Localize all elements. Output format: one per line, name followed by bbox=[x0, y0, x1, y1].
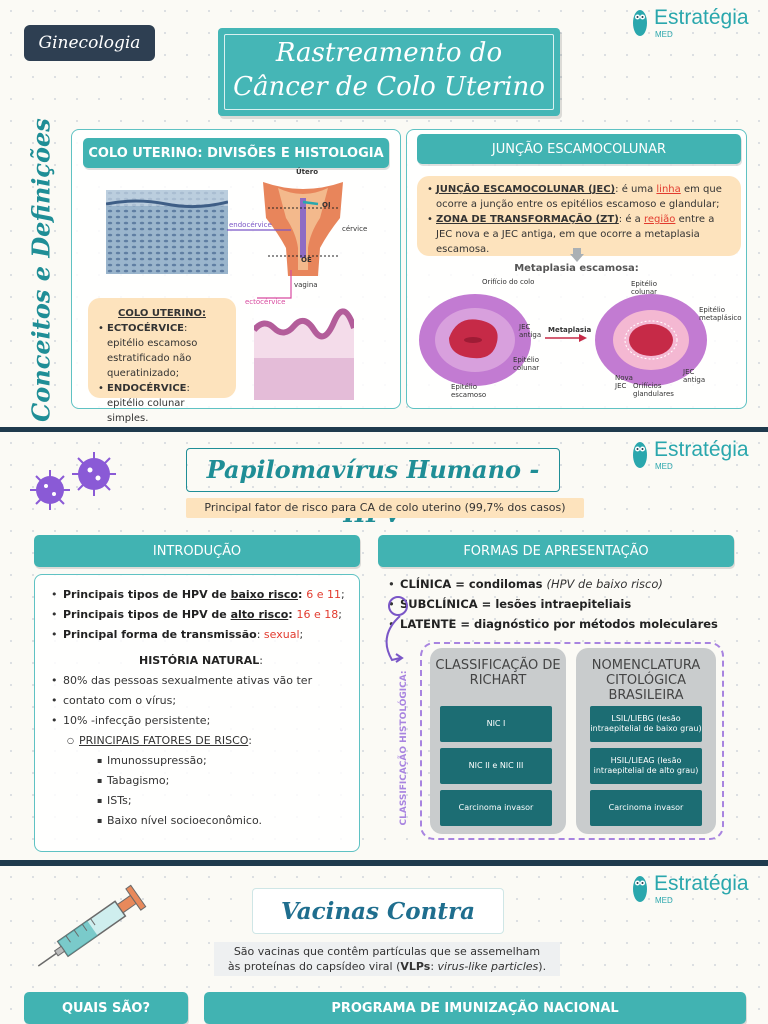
colo-section: COLO UTERINO: DIVISÕES E HISTOLOGIA Úter… bbox=[71, 129, 401, 424]
intro-header: INTRODUÇÃO bbox=[34, 535, 360, 567]
owl-icon bbox=[633, 876, 647, 902]
title-line-2: Câncer de Colo Uterino bbox=[233, 72, 545, 102]
label-epit-metaplasico: Epitélio metaplásico bbox=[699, 306, 742, 322]
hpv-title: Papilomavírus Humano - HPV bbox=[206, 455, 540, 528]
brand-logo: Estratégia MED bbox=[632, 872, 760, 906]
vacinas-description: São vacinas que contêm partículas que se… bbox=[214, 942, 560, 976]
quais-header: QUAIS SÃO? bbox=[24, 992, 188, 1024]
syringe-icon bbox=[37, 884, 147, 967]
brand-sub: MED bbox=[655, 30, 673, 39]
richart-item: Carcinoma invasor bbox=[440, 790, 552, 826]
clinica-item: CLÍNICA = condilomas (HPV de baixo risco… bbox=[388, 574, 734, 594]
label-vagina: vagina bbox=[294, 281, 318, 289]
title-line-1: Rastreamento do bbox=[275, 38, 503, 68]
colo-card-title: COLO UTERINO: bbox=[118, 308, 206, 319]
low-risk-item: Principais tipos de HPV de baixo risco: … bbox=[51, 585, 351, 605]
latente-item: LATENTE = diagnóstico por métodos molecu… bbox=[388, 614, 734, 634]
brasil-item: Carcinoma invasor bbox=[590, 790, 702, 826]
brand-name: Estratégia bbox=[654, 6, 749, 29]
vacinas-title: Vacinas Contra HPV bbox=[252, 888, 504, 971]
title-frame bbox=[186, 448, 560, 492]
zt-item: ZONA DE TRANSFORMAÇÃO (ZT): é a região e… bbox=[427, 212, 731, 257]
brand-name: Estratégia bbox=[654, 438, 749, 461]
jec-section: JUNÇÃO ESCAMOCOLUNAR JUNÇÃO ESCAMOCOLUNA… bbox=[406, 129, 747, 409]
historia-item-1b: contato com o vírus; bbox=[51, 691, 351, 711]
label-epit-colunar: Epitélio colunar bbox=[513, 356, 540, 372]
historia-item-1: 80% das pessoas sexualmente ativas vão t… bbox=[51, 671, 351, 691]
richart-title: CLASSIFICAÇÃO DE RICHART bbox=[435, 658, 561, 688]
metaplasia-title: Metaplasia escamosa: bbox=[514, 263, 639, 274]
histology-endocervix-image bbox=[106, 190, 228, 274]
richart-item: NIC I bbox=[440, 706, 552, 742]
jec-item: JUNÇÃO ESCAMOCOLUNAR (JEC): é uma linha … bbox=[427, 182, 731, 212]
connector-lines bbox=[227, 229, 292, 299]
label-orificio: Orifício do colo bbox=[482, 278, 535, 286]
label-epit-colunar-2: Epitélio colunar bbox=[630, 280, 658, 296]
owl-icon bbox=[633, 10, 647, 36]
fator-4: Baixo nível socioeconômico. bbox=[51, 811, 351, 831]
class-label: CLASSIFICAÇÃO HISTOLÓGICA: bbox=[399, 670, 409, 826]
label-nova-jec: Nova JEC bbox=[615, 374, 633, 390]
transmission-item: Principal forma de transmissão: sexual; bbox=[51, 625, 351, 645]
label-epit-escamoso: Epitélio escamoso bbox=[451, 383, 487, 399]
brasil-item: HSIL/LIEAG (lesão intraepitelial de alto… bbox=[590, 748, 702, 784]
brand-logo: Estratégia MED bbox=[632, 6, 760, 40]
label-oi: OI bbox=[322, 201, 331, 209]
label-jec-antiga: JEC antiga bbox=[519, 323, 542, 339]
jec-header: JUNÇÃO ESCAMOCOLUNAR bbox=[417, 134, 741, 164]
virus-icon bbox=[30, 452, 116, 510]
brasil-title: NOMENCLATURA CITOLÓGICA BRASILEIRA bbox=[591, 658, 701, 703]
formas-header: FORMAS DE APRESENTAÇÃO bbox=[378, 535, 734, 567]
intro-list: Principais tipos de HPV de baixo risco: … bbox=[51, 585, 351, 831]
brand-sub: MED bbox=[655, 896, 673, 905]
page-title: Rastreamento do Câncer de Colo Uterino bbox=[218, 28, 560, 116]
historia-item-2: 10% -infecção persistente; bbox=[51, 711, 351, 731]
colo-info-card: COLO UTERINO: ECTOCÉRVICE: epitélio esca… bbox=[88, 298, 236, 424]
panel-rastreamento: Ginecologia Estratégia MED Rastreamento … bbox=[0, 0, 768, 427]
uterus-diagram bbox=[263, 182, 343, 276]
side-title: Conceitos e Definições bbox=[26, 118, 56, 422]
fator-3: ISTs; bbox=[51, 791, 351, 811]
endo-item: ENDOCÉRVICE: epitélio colunar simples. bbox=[98, 381, 226, 426]
label-utero: Útero bbox=[296, 168, 319, 176]
histologic-frame bbox=[420, 642, 724, 840]
label-oe: OE bbox=[301, 256, 312, 264]
label-metaplasia: Metaplasia bbox=[548, 326, 592, 334]
high-risk-item: Principais tipos de HPV de alto risco: 1… bbox=[51, 605, 351, 625]
panel-hpv: Estratégia MED Papilomavírus Humano - HP… bbox=[0, 432, 768, 860]
brand-name: Estratégia bbox=[654, 872, 749, 895]
historia-heading: HISTÓRIA NATURAL: bbox=[139, 654, 263, 667]
formas-list: CLÍNICA = condilomas (HPV de baixo risco… bbox=[388, 574, 734, 634]
fator-1: Imunossupressão; bbox=[51, 751, 351, 771]
label-endocervice: endocérvice bbox=[229, 221, 272, 229]
subject-tag: Ginecologia bbox=[24, 25, 155, 61]
metaplasia-diagram bbox=[419, 294, 707, 386]
bracket-connector bbox=[385, 596, 408, 663]
brasil-card: NOMENCLATURA CITOLÓGICA BRASILEIRA LSIL/… bbox=[576, 648, 716, 834]
label-ectocervice: ectocérvice bbox=[245, 298, 286, 306]
fatores-heading: PRINCIPAIS FATORES DE RISCO: bbox=[51, 731, 351, 751]
label-orificios-glandulares: Orifícios glandulares bbox=[633, 382, 674, 398]
histology-ectocervix-image bbox=[254, 308, 354, 400]
owl-icon bbox=[633, 442, 647, 468]
label-cervice: cérvice bbox=[342, 225, 368, 233]
jec-definitions: JUNÇÃO ESCAMOCOLUNAR (JEC): é uma linha … bbox=[417, 176, 741, 256]
panel-vacinas: Estratégia MED Vacinas Contra HPV São va… bbox=[0, 866, 768, 1024]
brand-sub: MED bbox=[655, 462, 673, 471]
programa-header: PROGRAMA DE IMUNIZAÇÃO NACIONAL bbox=[204, 992, 746, 1024]
risk-note: Principal fator de risco para CA de colo… bbox=[186, 498, 584, 518]
subclinica-item: SUBCLÍNICA = lesões intraepiteliais bbox=[388, 594, 734, 614]
label-jec-antiga-2: JEC antiga bbox=[683, 368, 706, 384]
brand-logo: Estratégia MED bbox=[632, 438, 760, 472]
richart-item: NIC II e NIC III bbox=[440, 748, 552, 784]
intro-section: Principais tipos de HPV de baixo risco: … bbox=[34, 574, 360, 852]
ecto-item: ECTOCÉRVICE: epitélio escamoso estratifi… bbox=[98, 321, 226, 381]
richart-card: CLASSIFICAÇÃO DE RICHART NIC I NIC II e … bbox=[430, 648, 566, 834]
brasil-item: LSIL/LIEBG (lesão intraepitelial de baix… bbox=[590, 706, 702, 742]
arrow-down-icon bbox=[570, 248, 584, 262]
formas-section: CLÍNICA = condilomas (HPV de baixo risco… bbox=[378, 574, 734, 852]
colo-header: COLO UTERINO: DIVISÕES E HISTOLOGIA bbox=[83, 138, 389, 168]
fator-2: Tabagismo; bbox=[51, 771, 351, 791]
